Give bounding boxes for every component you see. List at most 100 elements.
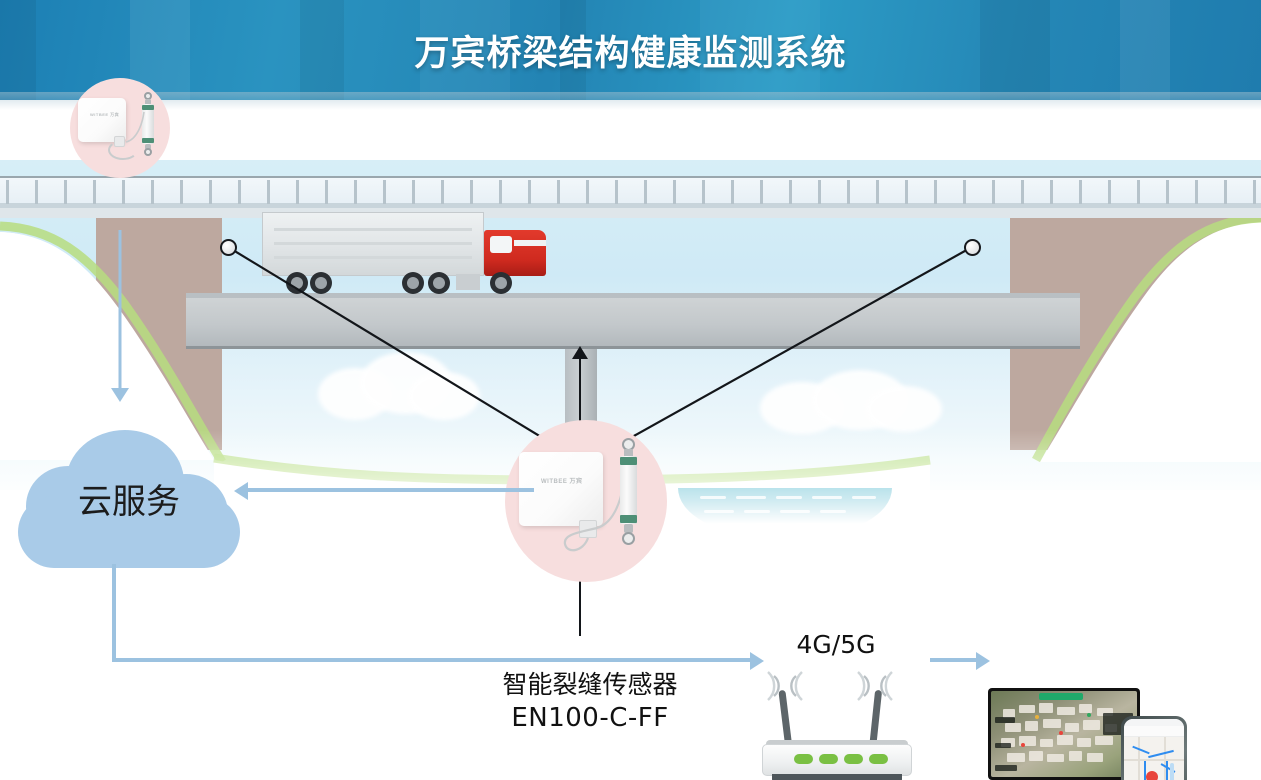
header-fade bbox=[0, 92, 1261, 110]
railing-post bbox=[93, 180, 96, 204]
phone-map-content bbox=[1124, 737, 1184, 780]
phone-map-pin bbox=[1143, 768, 1161, 780]
railing-post bbox=[673, 180, 676, 204]
router-led bbox=[819, 754, 838, 764]
cloud-icon bbox=[18, 430, 240, 580]
railing-base bbox=[0, 203, 1261, 209]
bridge-girder bbox=[186, 298, 1080, 349]
router-icon bbox=[752, 670, 922, 780]
sensor-wire bbox=[563, 453, 629, 552]
railing-post bbox=[1079, 180, 1082, 204]
phone-status-bar bbox=[1124, 719, 1184, 726]
sensor-wire bbox=[125, 111, 145, 143]
trailer-seam bbox=[274, 256, 472, 259]
monitor-map-content bbox=[991, 691, 1137, 777]
sensor-link-lines bbox=[118, 230, 973, 447]
crack-meter-icon bbox=[142, 104, 154, 144]
router-base bbox=[772, 774, 902, 780]
railing-post bbox=[963, 180, 966, 204]
railing-post bbox=[35, 180, 38, 204]
crack-meter-band bbox=[142, 138, 154, 143]
railing-post bbox=[1021, 180, 1024, 204]
railing-post bbox=[1137, 180, 1140, 204]
bridge-scene: (function(){ var host=document.querySele… bbox=[0, 78, 1261, 780]
railing-post bbox=[992, 180, 995, 204]
railing-post bbox=[818, 180, 821, 204]
railing-post bbox=[847, 180, 850, 204]
router-led bbox=[869, 754, 888, 764]
truck-cab-strip bbox=[514, 240, 546, 246]
crack-meter-end bbox=[145, 99, 151, 105]
sensor-box-logo: WITBEE 万宾 bbox=[90, 112, 120, 117]
flow-arrow-head-right bbox=[976, 652, 990, 670]
railing-post bbox=[528, 180, 531, 204]
flow-router-to-display bbox=[930, 658, 978, 662]
railing-post bbox=[557, 180, 560, 204]
sensor-box-logo: WITBEE 万宾 bbox=[541, 479, 583, 485]
crack-meter-band bbox=[620, 515, 637, 523]
railing-post bbox=[238, 180, 241, 204]
truck-wheel bbox=[490, 272, 512, 294]
crack-meter-end bbox=[624, 449, 633, 458]
pier-measure-arrow bbox=[572, 346, 588, 359]
page-header: 万宾桥梁结构健康监测系统 bbox=[0, 0, 1261, 100]
phone-screen bbox=[1124, 719, 1184, 780]
sensor-badge-circle-large: WITBEE 万宾 bbox=[505, 420, 667, 582]
truck-wheel bbox=[310, 272, 332, 294]
railing-post bbox=[1050, 180, 1053, 204]
railing-post bbox=[1224, 180, 1227, 204]
railing-post bbox=[731, 180, 734, 204]
railing-post bbox=[1166, 180, 1169, 204]
sensor-badge-circle-small: WITBEE 万宾 bbox=[70, 78, 170, 178]
truck-wheel bbox=[428, 272, 450, 294]
railing-post bbox=[325, 180, 328, 204]
road-deck bbox=[0, 208, 1261, 218]
flow-arrow-head-right bbox=[750, 652, 764, 670]
terrain-shapes bbox=[0, 208, 1261, 500]
flow-cloud-down bbox=[112, 564, 116, 662]
crack-meter-band bbox=[142, 105, 154, 110]
crack-meter-band bbox=[620, 457, 637, 465]
railing-post bbox=[6, 180, 9, 204]
railing-post bbox=[383, 180, 386, 204]
mobile-phone-icon bbox=[1121, 716, 1187, 780]
truck-icon bbox=[262, 212, 560, 294]
railing-post bbox=[180, 180, 183, 204]
railing-post bbox=[1253, 180, 1256, 204]
flow-cloud-to-router bbox=[112, 658, 752, 662]
crack-meter-end bbox=[624, 524, 633, 533]
railing-post bbox=[615, 180, 618, 204]
railing-post bbox=[1195, 180, 1198, 204]
flow-arrow-head-left bbox=[234, 482, 248, 500]
anchor-node-left bbox=[220, 239, 237, 256]
railing-post bbox=[905, 180, 908, 204]
sky-cloud-puff bbox=[866, 386, 942, 432]
crack-meter-eye bbox=[622, 532, 635, 545]
railing-post bbox=[644, 180, 647, 204]
crack-meter-icon bbox=[620, 456, 637, 524]
railing-post bbox=[1108, 180, 1111, 204]
truck-wheel bbox=[402, 272, 424, 294]
sky-cloud-puff bbox=[408, 372, 480, 420]
sensor-name-cn: 智能裂缝传感器 bbox=[502, 670, 678, 699]
sensor-label: 智能裂缝传感器 EN100-C-FF bbox=[420, 668, 760, 735]
railing-post bbox=[499, 180, 502, 204]
railing-post bbox=[934, 180, 937, 204]
network-label: 4G/5G bbox=[796, 630, 876, 659]
wifi-signal-icon bbox=[767, 671, 893, 701]
crack-meter-eye bbox=[144, 148, 152, 156]
flow-arrow-head-down bbox=[111, 388, 129, 402]
anchor-node-right bbox=[964, 239, 981, 256]
truck-window bbox=[490, 236, 512, 253]
railing-post bbox=[122, 180, 125, 204]
railing-post bbox=[789, 180, 792, 204]
cloud-base bbox=[18, 496, 240, 568]
router-led bbox=[794, 754, 813, 764]
railing-post bbox=[64, 180, 67, 204]
railing-post bbox=[267, 180, 270, 204]
trailer-seam bbox=[274, 242, 472, 245]
railing-post bbox=[354, 180, 357, 204]
railing-post bbox=[209, 180, 212, 204]
phone-nav-bar bbox=[1124, 726, 1184, 737]
